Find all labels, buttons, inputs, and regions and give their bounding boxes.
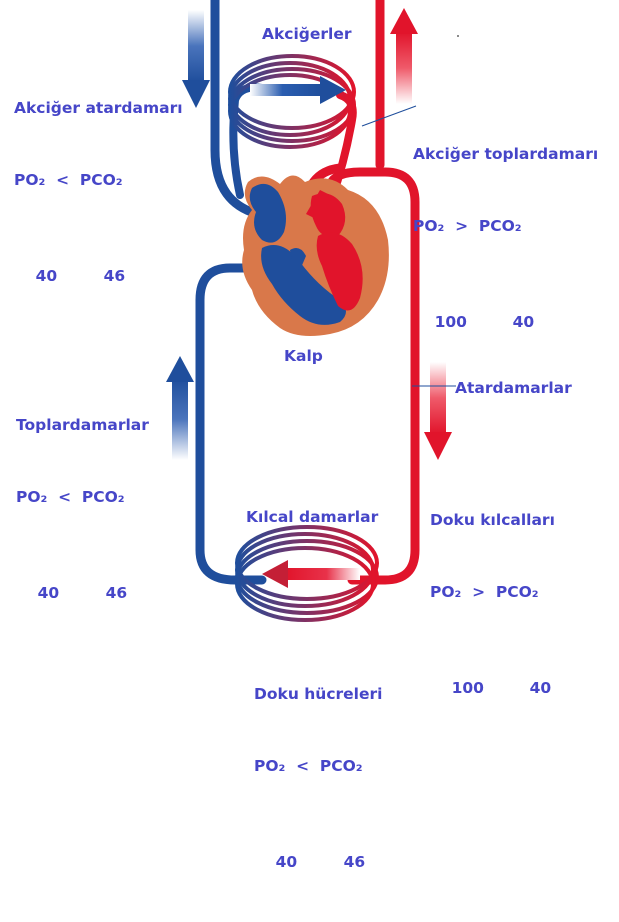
lungs-label: Akciğerler: [262, 22, 352, 46]
pulmonary-artery-down-arrow: [182, 10, 210, 108]
pulmonary-vein-pco2: 40: [513, 310, 535, 334]
tissue-flow-arrow: [262, 560, 360, 588]
pulmonary-vein-formula: PO₂ > PCO₂: [413, 214, 598, 238]
capillaries-label: Kılcal damarlar: [246, 505, 378, 529]
heart-label: Kalp: [284, 344, 323, 368]
veins-po2: 40: [38, 581, 106, 605]
arteries-label: Atardamarlar: [455, 376, 572, 400]
pulmonary-vein-leader-line: [362, 106, 416, 126]
tissue-cells-formula: PO₂ < PCO₂: [254, 754, 382, 778]
pulmonary-vein-po2: 100: [435, 310, 513, 334]
pulmonary-artery-pco2: 46: [104, 264, 126, 288]
tissue-capillaries-po2: 100: [452, 676, 530, 700]
tissue-cells-po2: 40: [276, 850, 344, 874]
tissue-cells-name: Doku hücreleri: [254, 682, 382, 706]
pulmonary-artery-formula: PO₂ < PCO₂: [14, 168, 183, 192]
stray-dot: [457, 35, 459, 37]
tissue-capillaries-name: Doku kılcalları: [430, 508, 555, 532]
pulmonary-vein-name: Akciğer toplardamarı: [413, 142, 598, 166]
tissue-cells-pco2: 46: [344, 850, 366, 874]
systemic-vein-vessel: [200, 268, 262, 580]
veins-pco2: 46: [106, 581, 128, 605]
pulmonary-artery-name: Akciğer atardamarı: [14, 96, 183, 120]
veins-up-arrow: [166, 356, 194, 460]
pulmonary-vein-up-arrow: [390, 8, 418, 104]
tissue-capillaries-formula: PO₂ > PCO₂: [430, 580, 555, 604]
lung-capillary-coil: [230, 56, 354, 147]
tissue-capillaries-pco2: 40: [530, 676, 552, 700]
veins-name: Toplardamarlar: [16, 413, 149, 437]
pulmonary-artery-po2: 40: [36, 264, 104, 288]
veins-formula: PO₂ < PCO₂: [16, 485, 149, 509]
heart: [242, 175, 389, 336]
